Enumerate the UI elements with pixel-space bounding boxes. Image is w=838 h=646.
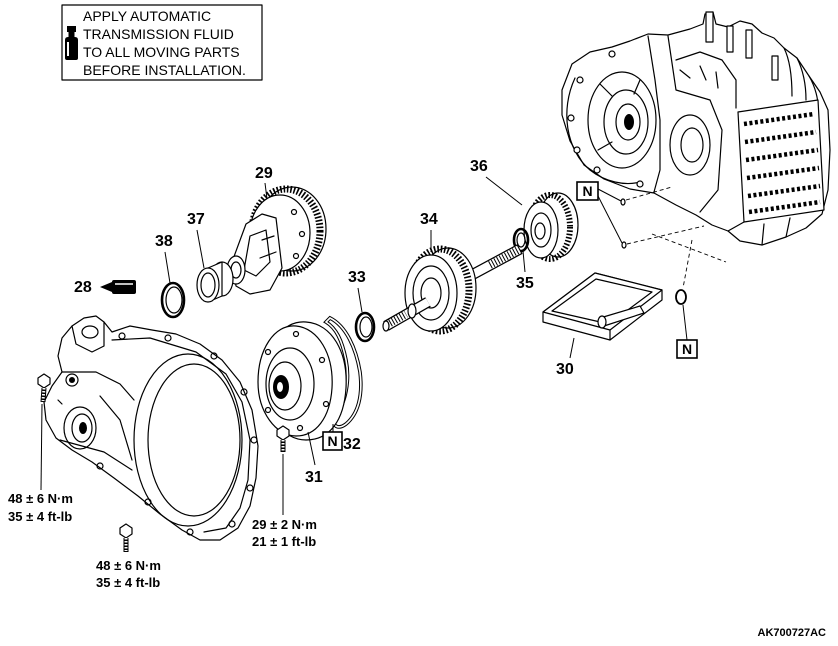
note-line-3: TO ALL MOVING PARTS — [83, 44, 240, 60]
leader-31 — [307, 431, 316, 466]
callouts: 28 29 30 31 32 33 34 35 36 37 38 — [74, 158, 574, 486]
callout-31: 31 — [305, 469, 323, 486]
torque-spec-oil-pump: 29 ± 2 N·m 21 ± 1 ft-lb — [252, 517, 317, 549]
torque-metric: 29 ± 2 N·m — [252, 517, 317, 532]
leader-33 — [357, 287, 363, 313]
part-29-differential — [226, 185, 327, 295]
callout-35: 35 — [516, 275, 534, 292]
converter-housing — [43, 315, 259, 541]
n-mark-case: N — [576, 181, 599, 201]
n-mark-label: N — [327, 433, 337, 449]
n-mark-gasket: N — [322, 431, 343, 451]
atf-bottle-icon — [65, 26, 78, 60]
part-28-sealant-tube — [100, 280, 136, 294]
callout-30: 30 — [556, 361, 574, 378]
part-38-ring — [160, 281, 186, 319]
part-33-snap-ring — [354, 311, 376, 343]
case-dowel-leaders — [597, 186, 727, 289]
note-line-1: APPLY AUTOMATIC — [83, 8, 211, 24]
part-37-bearing — [196, 261, 234, 303]
n-mark-label: N — [582, 183, 592, 199]
note-line-2: TRANSMISSION FLUID — [83, 26, 234, 42]
torque-imperial: 35 ± 4 ft-lb — [96, 575, 160, 590]
leader-38 — [164, 251, 171, 284]
part-34-shaft-gear — [382, 244, 523, 335]
leader-30 — [569, 337, 575, 359]
leader-29 — [264, 182, 268, 200]
transaxle-case — [561, 11, 831, 246]
callout-34: 34 — [420, 211, 438, 228]
leader-35 — [522, 250, 526, 273]
torque-metric: 48 ± 6 N·m — [96, 558, 161, 573]
note-box: APPLY AUTOMATIC TRANSMISSION FLUID TO AL… — [61, 4, 263, 81]
torque-imperial: 35 ± 4 ft-lb — [8, 509, 72, 524]
leader-lines — [164, 176, 575, 466]
callout-29: 29 — [255, 165, 273, 182]
torque-spec-housing-left: 48 ± 6 N·m 35 ± 4 ft-lb — [8, 491, 73, 524]
part-32-gasket — [323, 315, 363, 429]
bolt-oil-pump — [276, 425, 290, 515]
bolt-housing-bottom — [119, 523, 133, 552]
torque-imperial: 21 ± 1 ft-lb — [252, 534, 316, 549]
leader-37 — [196, 229, 205, 269]
figure-code: AK700727AC — [758, 627, 827, 639]
bolt-housing-left — [37, 373, 51, 491]
callout-36: 36 — [470, 158, 488, 175]
callout-38: 38 — [155, 233, 173, 250]
note-line-4: BEFORE INSTALLATION. — [83, 62, 246, 78]
callout-33: 33 — [348, 269, 366, 286]
part-30-oil-filter — [542, 272, 663, 341]
callout-28: 28 — [74, 279, 92, 296]
callout-37: 37 — [187, 211, 205, 228]
torque-spec-housing-bottom: 48 ± 6 N·m 35 ± 4 ft-lb — [96, 558, 161, 590]
filter-o-ring — [675, 289, 687, 305]
part-36-gear — [523, 192, 579, 262]
torque-metric: 48 ± 6 N·m — [8, 491, 73, 506]
callout-32: 32 — [343, 436, 361, 453]
n-mark-o-ring: N — [676, 304, 698, 359]
part-31-oil-pump — [257, 321, 347, 441]
leader-36 — [485, 176, 523, 206]
n-mark-label: N — [682, 341, 692, 357]
